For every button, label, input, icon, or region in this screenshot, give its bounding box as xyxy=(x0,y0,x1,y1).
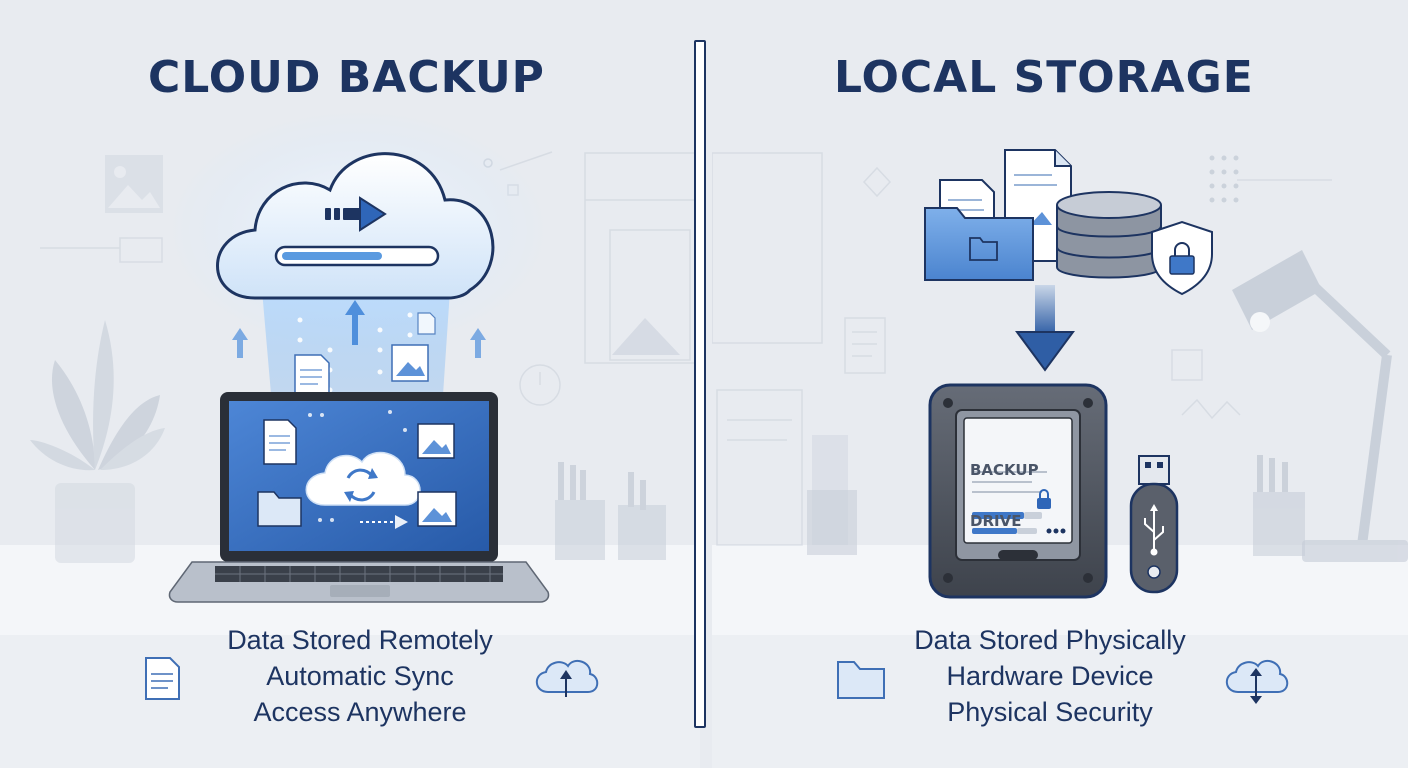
background-picture-icon xyxy=(105,155,163,213)
image-file-icon xyxy=(417,423,455,459)
drive-label: BACKUP DRIVE xyxy=(970,428,1039,564)
transfer-arrow-icon xyxy=(325,196,387,232)
plant-decoration xyxy=(30,320,165,563)
sync-cloud-icon xyxy=(305,451,421,506)
image-file-icon xyxy=(417,491,457,527)
pencil-cup-decoration xyxy=(555,462,666,560)
shield-lock-icon xyxy=(1151,220,1213,296)
cloud-upload-icon xyxy=(535,659,599,697)
local-storage-illustration xyxy=(712,149,1408,768)
database-icon xyxy=(1056,191,1162,279)
document-icon xyxy=(145,657,180,700)
drive-label-line2: DRIVE xyxy=(970,512,1022,530)
feature-physical-security: Physical Security xyxy=(947,697,1153,727)
desk-lamp-decoration xyxy=(1232,250,1408,562)
sync-progress-bar xyxy=(274,245,440,267)
image-file-icon xyxy=(391,344,429,382)
panel-divider xyxy=(694,40,706,728)
cloud-backup-title: CLOUD BACKUP xyxy=(148,52,545,103)
download-arrow-icon xyxy=(1015,285,1075,372)
cloud-backup-illustration xyxy=(0,110,700,768)
folder-icon xyxy=(924,207,1034,281)
feature-data-stored-physically: Data Stored Physically xyxy=(914,625,1186,655)
folder-icon xyxy=(837,661,885,699)
document-icon xyxy=(294,354,330,396)
drive-label-line1: BACKUP xyxy=(970,461,1039,479)
feature-access-anywhere: Access Anywhere xyxy=(253,697,467,727)
external-drive-icon xyxy=(928,383,1108,599)
document-icon xyxy=(263,419,297,465)
feature-automatic-sync: Automatic Sync xyxy=(266,661,454,691)
cloud-feature-list: Data Stored Remotely Automatic Sync Acce… xyxy=(200,622,520,730)
folder-icon xyxy=(257,491,302,527)
cloud-sync-icon xyxy=(1225,659,1289,704)
feature-data-stored-remotely: Data Stored Remotely xyxy=(227,625,493,655)
local-feature-list: Data Stored Physically Hardware Device P… xyxy=(882,622,1218,730)
pencil-cup-decoration xyxy=(1253,455,1305,556)
local-storage-panel: BACKUP DRIVE LOCAL STORAGE Data Stored P… xyxy=(712,0,1408,768)
local-storage-title: LOCAL STORAGE xyxy=(834,52,1254,103)
cloud-backup-panel: CLOUD BACKUP Data Stored Remotely Automa… xyxy=(0,0,700,768)
usb-stick-icon xyxy=(1129,455,1179,594)
feature-hardware-device: Hardware Device xyxy=(946,661,1154,691)
upload-arrow-icon xyxy=(232,300,486,358)
